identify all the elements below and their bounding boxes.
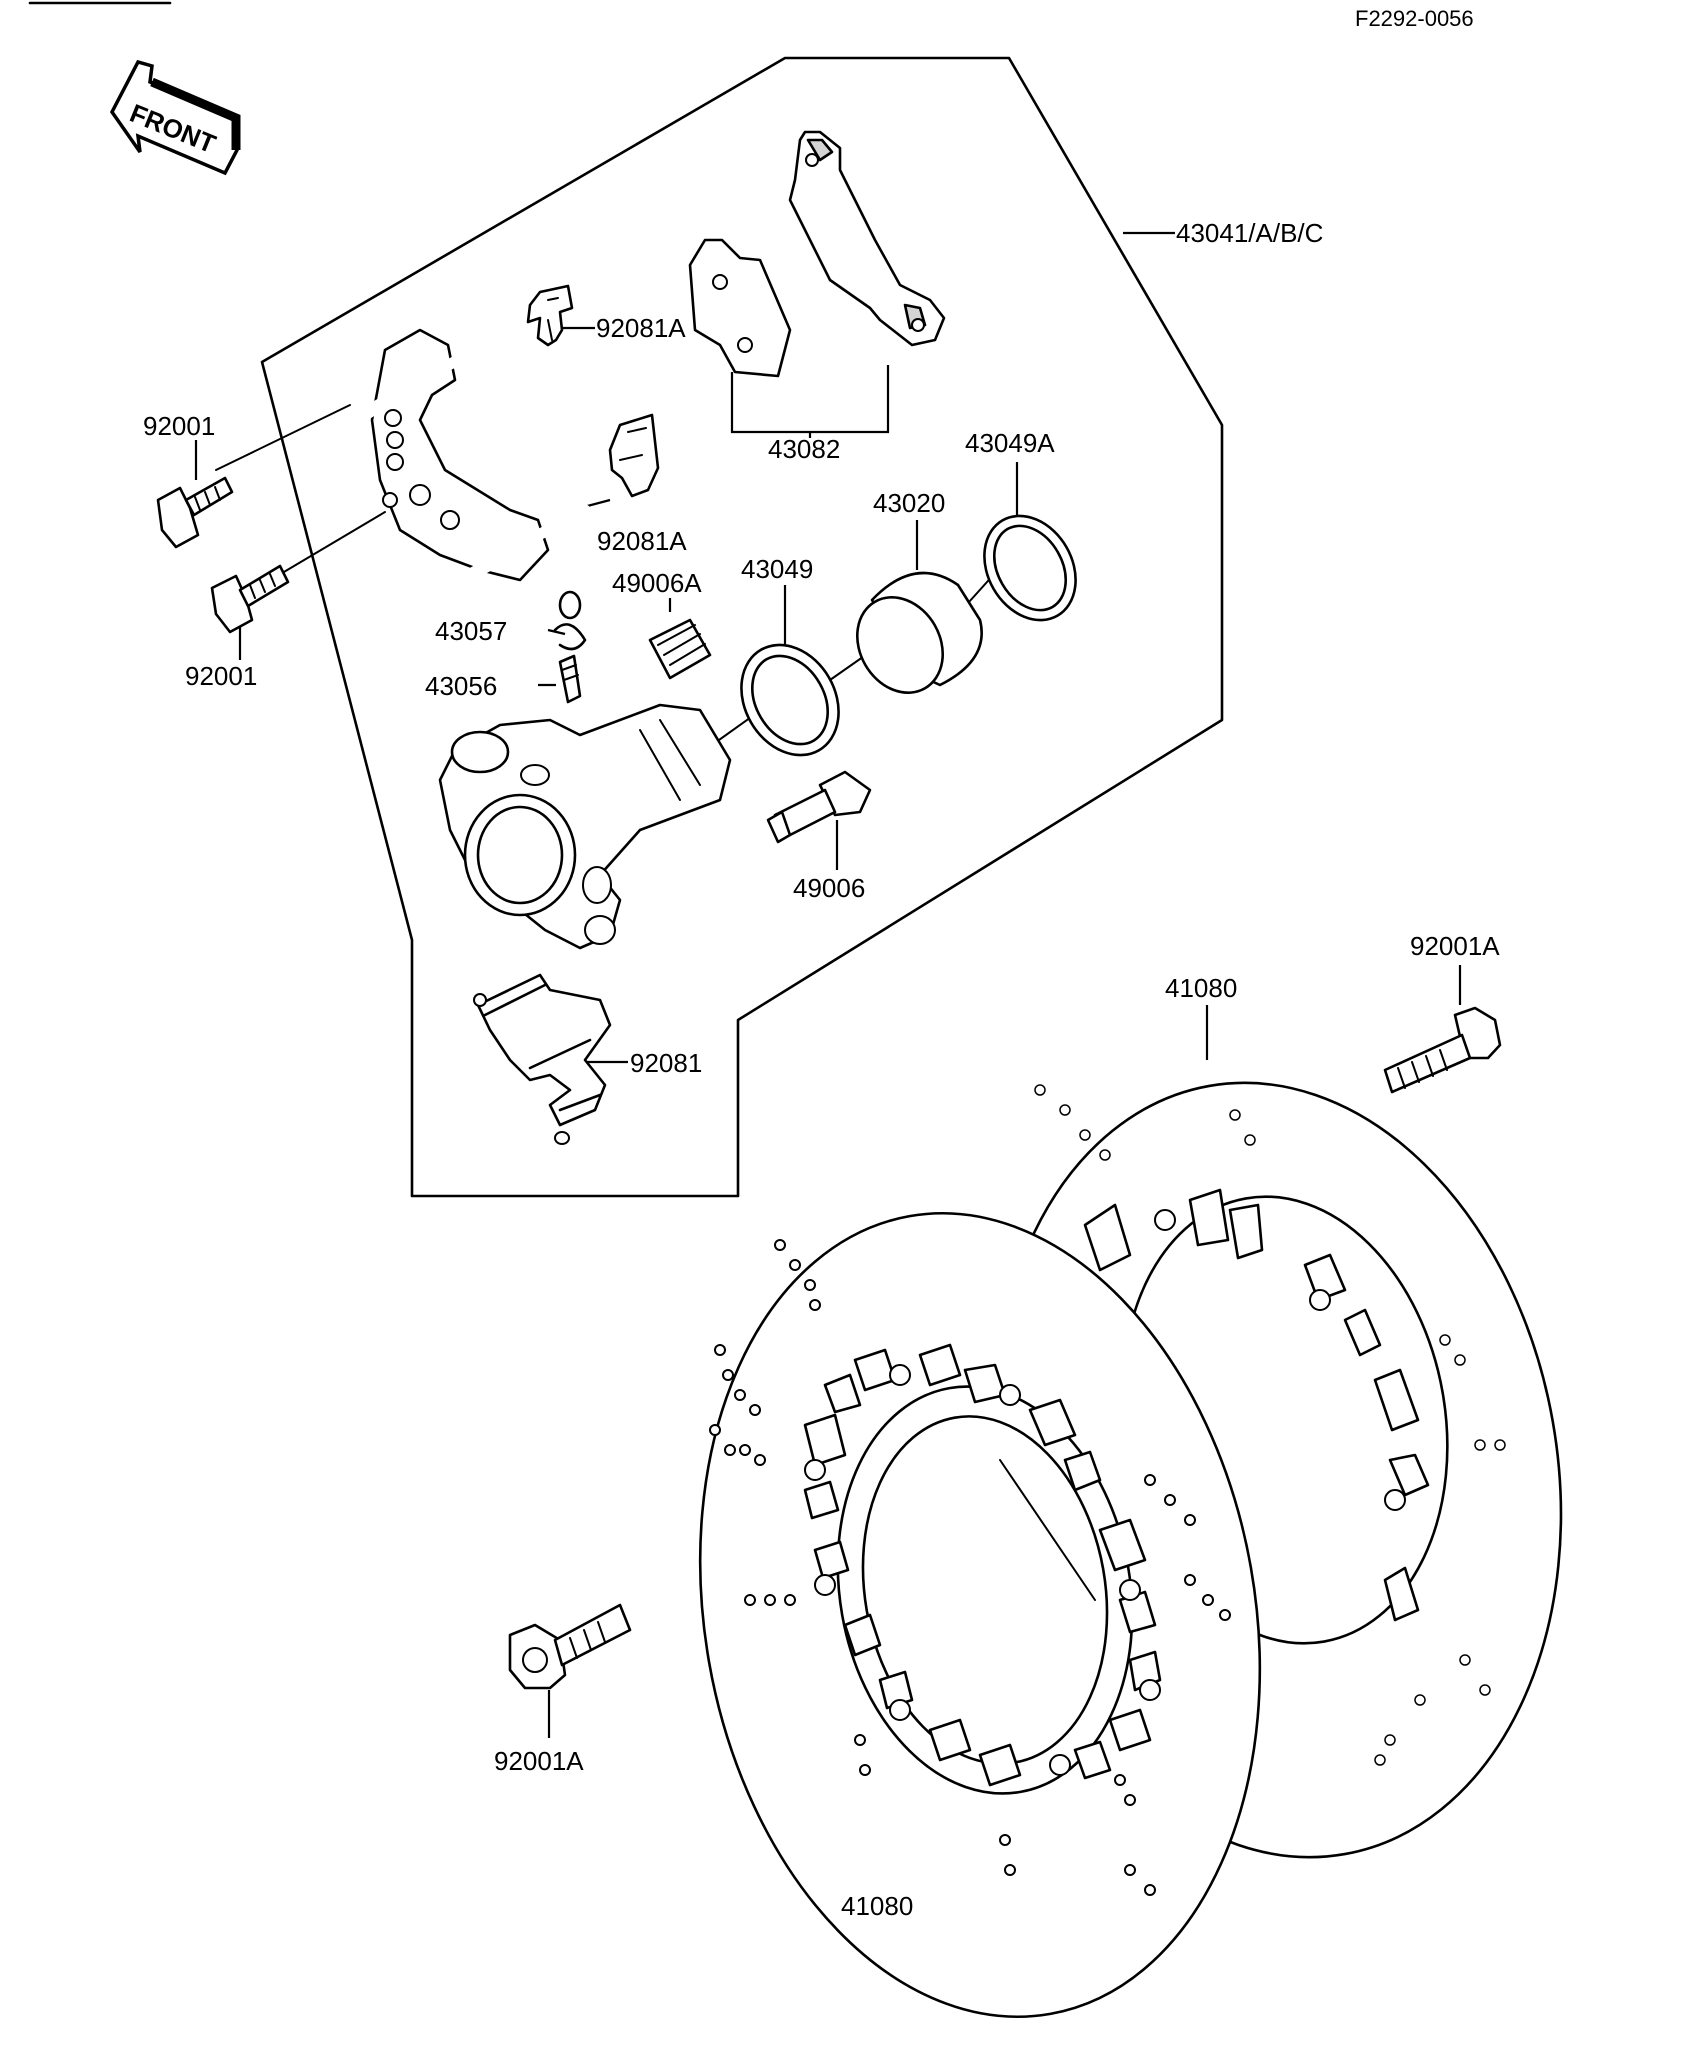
label-disc-right: 41080 xyxy=(1165,973,1237,1003)
label-anti-rattle-spring: 92081 xyxy=(630,1048,702,1078)
label-bleeder-screw: 49006 xyxy=(793,873,865,903)
piston-43020-icon xyxy=(855,571,983,694)
bleeder-screw-49006-icon xyxy=(766,770,872,844)
brake-disc-left-icon xyxy=(698,1212,1262,2018)
pad-spring-92081a-lower-icon xyxy=(608,413,660,498)
caliper-assembly-outline xyxy=(260,56,1224,1198)
bleeder-boot-49006a-icon xyxy=(648,618,712,680)
disc-right-slots xyxy=(1083,1188,1430,1622)
disc-bolt-92001a-left-icon xyxy=(508,1603,632,1690)
brake-pad-front-icon xyxy=(688,238,792,378)
pad-spring-92081a-upper-icon xyxy=(526,284,574,347)
disc-bolt-92001a-right-icon xyxy=(1383,1006,1502,1094)
disc-left-slots xyxy=(803,1343,1162,1787)
bleeder-cap-43057-icon xyxy=(553,590,587,651)
label-pad-spring-upper: 92081A xyxy=(596,313,686,343)
label-caliper-bolt-lower: 92001 xyxy=(185,661,257,691)
caliper-bracket xyxy=(348,328,591,597)
anti-rattle-spring-92081-icon xyxy=(473,973,612,1145)
bolt-92001-upper-icon xyxy=(156,476,234,549)
caliper-body-icon xyxy=(438,703,732,950)
disc-left-holes xyxy=(709,1239,1231,1896)
label-caliper-bolt-upper: 92001 xyxy=(143,411,215,441)
label-piston-seal: 43049A xyxy=(965,428,1055,458)
reference-code: F2292-0056 xyxy=(1355,6,1474,31)
label-brake-pads: 43082 xyxy=(768,434,840,464)
label-dust-seal: 43049 xyxy=(741,554,813,584)
label-bleeder-cap: 43057 xyxy=(435,616,507,646)
label-caliper-assembly: 43041/A/B/C xyxy=(1176,218,1323,248)
brake-pad-rear-icon xyxy=(788,130,946,347)
piston-seal-43049a-icon xyxy=(983,514,1077,622)
label-disc-bolt-right: 92001A xyxy=(1410,931,1500,961)
label-disc-left: 41080 xyxy=(841,1891,913,1921)
label-disc-bolt-left: 92001A xyxy=(494,1746,584,1776)
label-pad-spring-lower: 92081A xyxy=(597,526,687,556)
bolt-92001-lower-icon xyxy=(210,564,290,634)
bleeder-valve-43056-icon xyxy=(558,654,582,704)
label-bleeder-valve: 43056 xyxy=(425,671,497,701)
label-piston: 43020 xyxy=(873,488,945,518)
dust-seal-43049-icon xyxy=(740,643,840,757)
label-bleeder-boot: 49006A xyxy=(612,568,702,598)
front-arrow-icon: FRONT xyxy=(109,59,241,176)
